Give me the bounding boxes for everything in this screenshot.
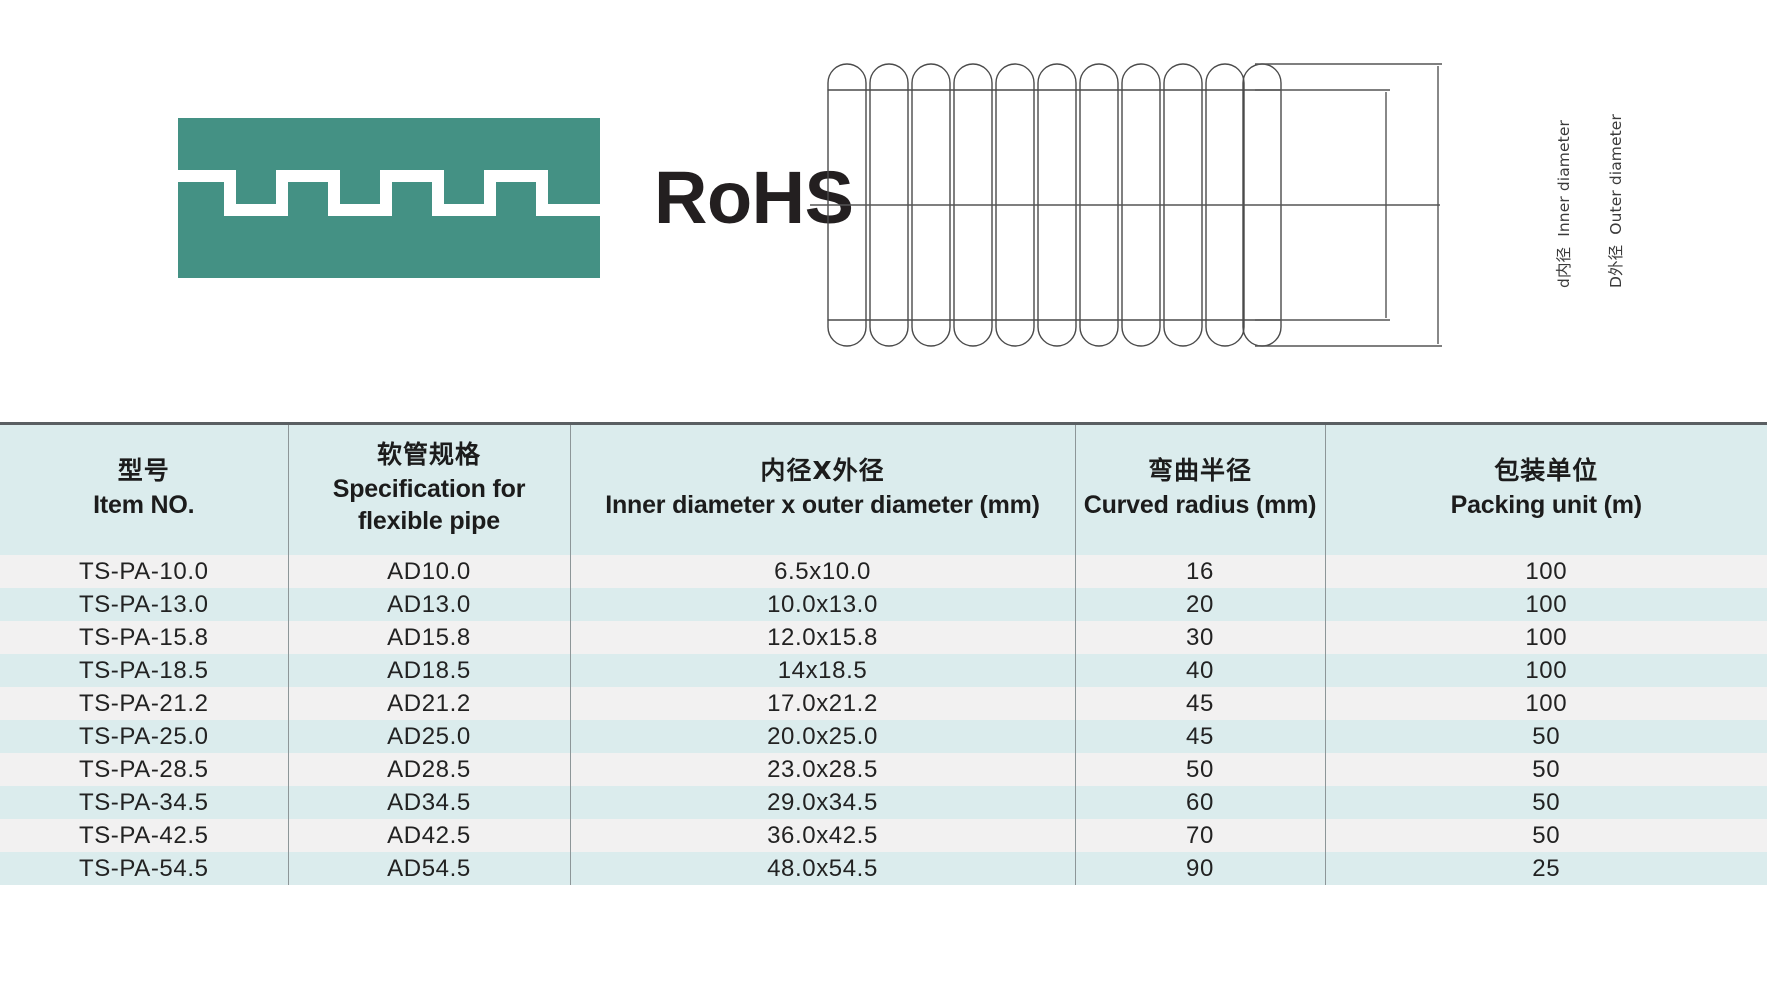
- column-header-diameter-cn: 内径X外径: [760, 456, 885, 485]
- cell-packing-unit: 50: [1325, 819, 1767, 852]
- inner-diameter-label-cn: d内径: [1555, 246, 1573, 288]
- square-wave-shape: [178, 170, 600, 216]
- cell-diameter: 48.0x54.5: [570, 852, 1076, 885]
- cell-diameter: 36.0x42.5: [570, 819, 1076, 852]
- pipe-drawing: [810, 63, 1442, 347]
- column-header-specification-en: Specification for flexible pipe: [332, 475, 526, 535]
- column-header-item-no: 型号 Item NO.: [0, 422, 289, 555]
- cell-curved-radius: 60: [1075, 786, 1326, 819]
- cell-diameter: 12.0x15.8: [570, 621, 1076, 654]
- outer-diameter-label-en: Outer diameter: [1607, 114, 1625, 235]
- cell-specification: AD18.5: [288, 654, 571, 687]
- rohs-wordmark: RoHS: [654, 156, 854, 239]
- cell-specification: AD15.8: [288, 621, 571, 654]
- column-header-item-no-en: Item NO.: [93, 491, 195, 519]
- cell-diameter: 17.0x21.2: [570, 687, 1076, 720]
- cell-curved-radius: 70: [1075, 819, 1326, 852]
- rohs-logo: RoHS: [178, 118, 854, 278]
- specification-table-container: 型号 Item NO. 软管规格 Specification for flexi…: [0, 422, 1767, 885]
- column-header-packing-unit-en: Packing unit (m): [1450, 491, 1642, 519]
- column-header-packing-unit-cn: 包装单位: [1494, 456, 1599, 485]
- cell-item-no: TS-PA-25.0: [0, 720, 289, 753]
- outer-diameter-label-cn: D外径: [1607, 244, 1625, 288]
- cell-specification: AD25.0: [288, 720, 571, 753]
- cell-item-no: TS-PA-18.5: [0, 654, 289, 687]
- cell-diameter: 10.0x13.0: [570, 588, 1076, 621]
- inner-diameter-label: d内径 Inner diameter: [1555, 120, 1574, 288]
- inner-diameter-label-en: Inner diameter: [1555, 120, 1573, 237]
- cell-curved-radius: 45: [1075, 687, 1326, 720]
- cell-curved-radius: 40: [1075, 654, 1326, 687]
- cell-diameter: 23.0x28.5: [570, 753, 1076, 786]
- cell-curved-radius: 50: [1075, 753, 1326, 786]
- cell-packing-unit: 50: [1325, 786, 1767, 819]
- cell-packing-unit: 100: [1325, 621, 1767, 654]
- column-header-item-no-cn: 型号: [117, 456, 170, 485]
- column-header-diameter-en: Inner diameter x outer diameter (mm): [605, 491, 1040, 519]
- cell-diameter: 14x18.5: [570, 654, 1076, 687]
- cell-specification: AD13.0: [288, 588, 571, 621]
- cell-item-no: TS-PA-13.0: [0, 588, 289, 621]
- cell-item-no: TS-PA-42.5: [0, 819, 289, 852]
- cell-specification: AD34.5: [288, 786, 571, 819]
- cell-item-no: TS-PA-54.5: [0, 852, 289, 885]
- column-header-packing-unit: 包装单位 Packing unit (m): [1325, 422, 1767, 555]
- cell-packing-unit: 100: [1325, 654, 1767, 687]
- cell-specification: AD28.5: [288, 753, 571, 786]
- cell-specification: AD21.2: [288, 687, 571, 720]
- cell-item-no: TS-PA-34.5: [0, 786, 289, 819]
- cell-packing-unit: 100: [1325, 588, 1767, 621]
- pipe-diagram: [800, 40, 1500, 370]
- column-header-specification-cn: 软管规格: [376, 440, 481, 469]
- cell-packing-unit: 100: [1325, 555, 1767, 588]
- cell-curved-radius: 30: [1075, 621, 1326, 654]
- cell-item-no: TS-PA-10.0: [0, 555, 289, 588]
- column-header-specification: 软管规格 Specification for flexible pipe: [288, 422, 571, 555]
- cell-curved-radius: 20: [1075, 588, 1326, 621]
- cell-item-no: TS-PA-15.8: [0, 621, 289, 654]
- rohs-square-wave-mark-icon: [178, 118, 600, 278]
- table-header-row: 型号 Item NO. 软管规格 Specification for flexi…: [0, 422, 1767, 555]
- column-header-curved-radius-cn: 弯曲半径: [1147, 456, 1252, 485]
- cell-packing-unit: 100: [1325, 687, 1767, 720]
- cell-specification: AD10.0: [288, 555, 571, 588]
- cell-specification: AD54.5: [288, 852, 571, 885]
- column-header-diameter: 内径X外径 Inner diameter x outer diameter (m…: [570, 422, 1076, 555]
- cell-item-no: TS-PA-28.5: [0, 753, 289, 786]
- specification-table: 型号 Item NO. 软管规格 Specification for flexi…: [0, 422, 1767, 885]
- cell-diameter: 20.0x25.0: [570, 720, 1076, 753]
- cell-curved-radius: 45: [1075, 720, 1326, 753]
- cell-curved-radius: 90: [1075, 852, 1326, 885]
- cell-curved-radius: 16: [1075, 555, 1326, 588]
- cell-diameter: 6.5x10.0: [570, 555, 1076, 588]
- outer-diameter-label: D外径 Outer diameter: [1607, 114, 1626, 288]
- column-header-curved-radius-en: Curved radius (mm): [1083, 491, 1317, 519]
- table-header: 型号 Item NO. 软管规格 Specification for flexi…: [0, 422, 1767, 555]
- cell-packing-unit: 50: [1325, 720, 1767, 753]
- cell-item-no: TS-PA-21.2: [0, 687, 289, 720]
- column-header-curved-radius: 弯曲半径 Curved radius (mm): [1075, 422, 1326, 555]
- header-graphics-area: RoHS: [0, 0, 1767, 422]
- cell-diameter: 29.0x34.5: [570, 786, 1076, 819]
- cell-packing-unit: 50: [1325, 753, 1767, 786]
- cell-specification: AD42.5: [288, 819, 571, 852]
- cell-packing-unit: 25: [1325, 852, 1767, 885]
